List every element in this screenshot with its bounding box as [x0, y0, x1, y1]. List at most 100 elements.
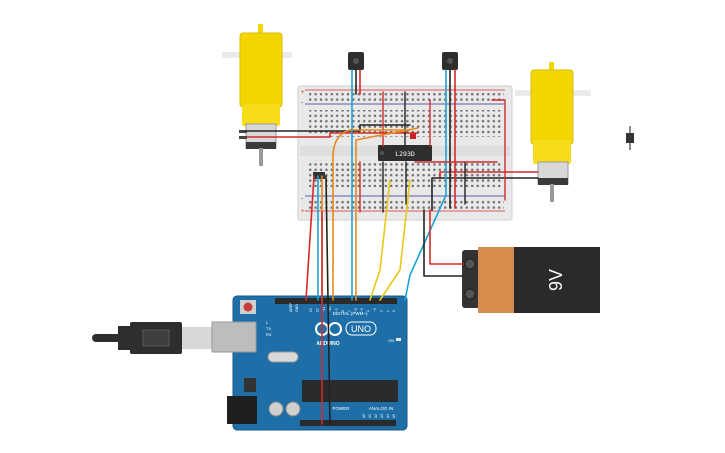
- digital-pin-label: ~9: [335, 308, 339, 312]
- usb-cable-strain: [92, 334, 122, 342]
- motor-right-gearbox: [530, 69, 574, 145]
- motor-right-top-tab: [549, 62, 554, 72]
- capacitor-2: [285, 401, 301, 417]
- rail-plus-label-bottom: +: [301, 209, 305, 215]
- dc-motor-left[interactable]: [222, 24, 292, 166]
- ir-sensor-right[interactable]: [442, 52, 458, 70]
- wire-yellow-1[interactable]: [369, 179, 391, 301]
- wire-motor-left-red[interactable]: [246, 132, 419, 138]
- aref-label: AREF: [289, 303, 293, 312]
- motor-left-endcap: [246, 142, 276, 149]
- tx-label: TX: [266, 326, 271, 331]
- small-red-component[interactable]: [410, 133, 416, 139]
- wire-orange-1[interactable]: [332, 129, 411, 301]
- rail-minus-label-bottom: -: [301, 196, 303, 202]
- digital-pin-label: 1: [386, 310, 390, 312]
- digital-pin-label: ~5: [360, 308, 364, 312]
- wire-motor-right-black[interactable]: [431, 177, 539, 211]
- l-led-label: L: [266, 320, 269, 325]
- rail-plus-label: +: [301, 90, 305, 96]
- power-analog-header: [300, 420, 396, 426]
- analog-pin-label: A1: [368, 414, 372, 418]
- slide-switch[interactable]: [313, 172, 325, 179]
- atmega-chip: [302, 380, 398, 402]
- digital-pin-label: 0: [392, 310, 396, 312]
- analog-pin-label: A3: [380, 414, 384, 418]
- analog-pin-label: A2: [374, 414, 378, 418]
- wires: [246, 69, 539, 425]
- digital-pin-label: 12: [315, 308, 319, 312]
- digital-pin-label: ~10: [328, 306, 332, 312]
- arduino-power-jack: [227, 396, 257, 424]
- wire-motor-left-black[interactable]: [246, 124, 411, 132]
- usb-cable[interactable]: [92, 322, 212, 354]
- uno-badge: [345, 321, 377, 336]
- digital-header: [275, 298, 397, 304]
- analog-pin-label: A4: [386, 414, 390, 418]
- battery-terminal-positive: [464, 258, 476, 270]
- arduino-usb-jack: [211, 321, 257, 353]
- ir-sensor-right-lens: [447, 58, 453, 64]
- arduino-model-label: UNO: [351, 324, 371, 334]
- digital-pin-label: ~6: [354, 308, 358, 312]
- analog-label: ANALOG IN: [369, 406, 394, 411]
- crystal: [267, 351, 299, 363]
- battery-9v[interactable]: 9V: [462, 247, 600, 313]
- on-led: [396, 338, 401, 341]
- on-led-label: ON: [388, 338, 394, 343]
- motor-right-endcap: [538, 178, 568, 185]
- digital-pin-label: 13: [309, 308, 313, 312]
- digital-pin-label: 7: [347, 310, 351, 312]
- digital-pin-label: ~11: [322, 307, 326, 312]
- motor-left-terminal-2: [239, 136, 247, 139]
- reset-button[interactable]: [243, 302, 253, 312]
- wire-ir-right-signal[interactable]: [404, 69, 447, 301]
- dc-motor-right[interactable]: [515, 62, 591, 202]
- wire-battery-black[interactable]: [423, 209, 464, 277]
- ir-sensor-left-lens: [353, 58, 359, 64]
- bottom-rails-holes: [306, 198, 504, 209]
- usb-logo-area: [142, 329, 170, 347]
- wire-battery-red[interactable]: [429, 209, 464, 265]
- arduino-uno[interactable]: UNO ARDUINO DIGITAL (PWM~) POWER ANALOG …: [211, 295, 408, 431]
- digital-pin-label: 2: [379, 310, 383, 312]
- digital-pin-label: 8: [341, 310, 345, 312]
- digital-label: DIGITAL (PWM~): [333, 311, 368, 316]
- wire-rail-red-right[interactable]: [491, 99, 506, 201]
- digital-pin-label: ~3: [373, 308, 377, 312]
- usb-plug-metal: [182, 327, 212, 349]
- ir-sensor-left[interactable]: [348, 52, 364, 70]
- voltage-regulator: [244, 378, 256, 392]
- digital-pin-label: 4: [367, 310, 371, 312]
- rail-minus-label: -: [301, 100, 303, 106]
- battery-label: 9V: [546, 269, 566, 291]
- chip-label: L293D: [395, 150, 415, 158]
- analog-pin-label: A5: [392, 414, 396, 418]
- motor-left-top-tab: [258, 24, 263, 34]
- wire-orange-2[interactable]: [355, 127, 419, 301]
- chip-body: [378, 145, 432, 161]
- wire-gnd-black[interactable]: [325, 175, 331, 425]
- chip-notch: [380, 151, 384, 155]
- wire-yellow-2[interactable]: [379, 179, 411, 301]
- usb-cable-boot: [118, 326, 132, 350]
- motor-left-gear-cap: [242, 104, 280, 126]
- wire-switch-red[interactable]: [305, 175, 315, 301]
- motor-left-shaft: [259, 148, 263, 166]
- power-label: POWER: [332, 406, 350, 411]
- gnd-label: GND: [295, 304, 299, 312]
- battery-body: [514, 247, 600, 313]
- rx-label: RX: [266, 332, 272, 337]
- battery-terminal-negative: [464, 288, 476, 300]
- component-body: [626, 133, 634, 143]
- battery-copper-cap: [478, 247, 516, 313]
- motor-right-shaft: [550, 184, 554, 202]
- loose-component[interactable]: [626, 126, 634, 150]
- l293d-chip[interactable]: L293D: [378, 145, 432, 161]
- analog-pin-label: A0: [362, 414, 366, 418]
- capacitor-1: [268, 401, 284, 417]
- motor-right-gear-cap: [533, 140, 571, 164]
